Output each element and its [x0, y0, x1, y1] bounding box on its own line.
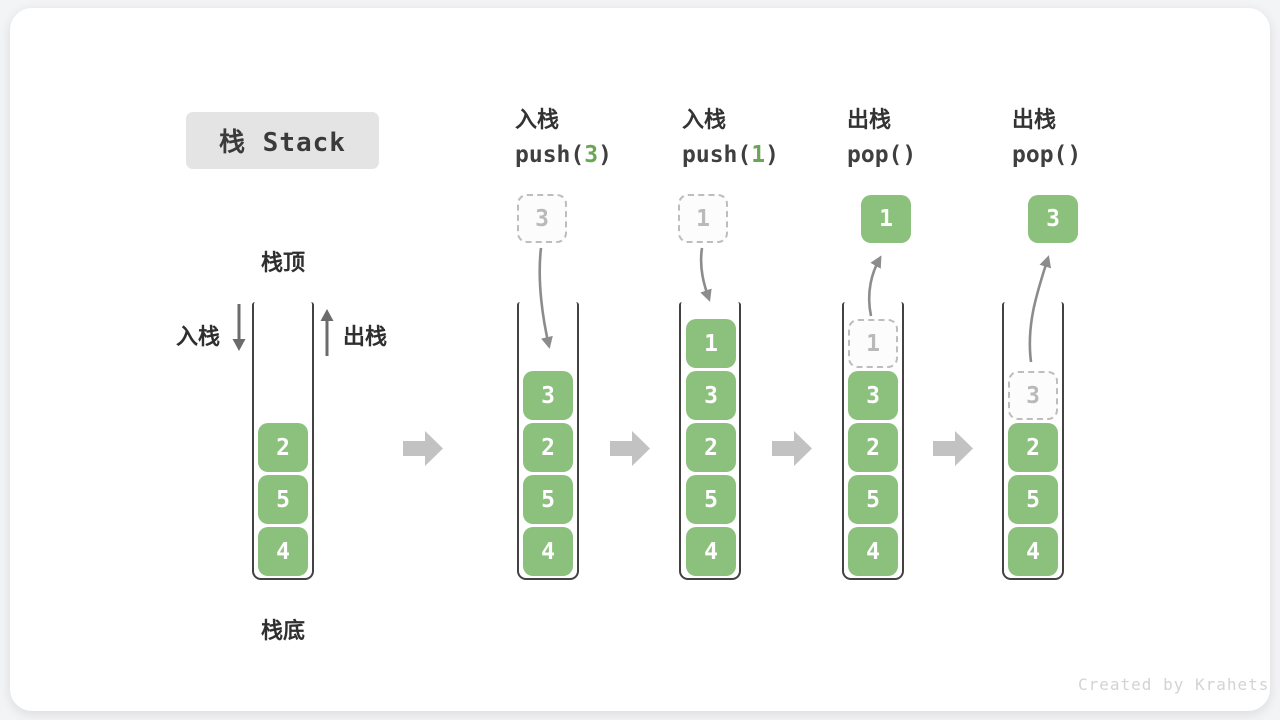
operation-name: 出栈 [1012, 107, 1057, 132]
operation-name: 出栈 [847, 107, 892, 132]
operation-name: 入栈 [515, 107, 560, 132]
page-title: 栈 Stack [219, 128, 346, 158]
stack-container-1 [252, 302, 314, 580]
stack-container-3 [679, 302, 741, 580]
operation-code: pop() [847, 142, 917, 168]
stack-cell: 5 [686, 475, 736, 524]
operation-name: 入栈 [682, 107, 727, 132]
stack-cell: 4 [686, 527, 736, 576]
stack-cell: 3 [848, 371, 898, 420]
stack-cell: 4 [523, 527, 573, 576]
stack-cell: 3 [523, 371, 573, 420]
stack-cell: 2 [1008, 423, 1058, 472]
stack-cell: 2 [848, 423, 898, 472]
code-argument: 1 [751, 142, 766, 168]
stack-bottom-label: 栈底 [260, 618, 305, 643]
stack-cell: 4 [1008, 527, 1058, 576]
stack-cell: 2 [523, 423, 573, 472]
pop-side-label: 出栈 [343, 324, 388, 349]
title-box: 栈 Stack [186, 112, 379, 169]
stack-cell: 3 [686, 371, 736, 420]
popped-element: 1 [861, 195, 911, 243]
stack-container-5 [1002, 302, 1064, 580]
stack-container-2 [517, 302, 579, 580]
stack-cell-ghost: 1 [848, 319, 898, 368]
operation-label-pop-1: 出栈 pop() [847, 105, 916, 175]
stack-cell: 4 [258, 527, 308, 576]
stack-cell: 4 [848, 527, 898, 576]
stack-cell: 5 [258, 475, 308, 524]
popped-element: 3 [1028, 195, 1078, 243]
stack-container-4 [842, 302, 904, 580]
stack-cell: 1 [686, 319, 736, 368]
push-side-label: 入栈 [176, 324, 221, 349]
stack-cell: 2 [258, 423, 308, 472]
stack-top-label: 栈顶 [260, 250, 305, 275]
incoming-element: 3 [517, 194, 567, 243]
operation-code: push(1) [682, 142, 779, 168]
incoming-element: 1 [678, 194, 728, 243]
stack-cell: 5 [523, 475, 573, 524]
stack-cell: 5 [848, 475, 898, 524]
stack-cell: 5 [1008, 475, 1058, 524]
stack-cell-ghost: 3 [1008, 371, 1058, 420]
operation-label-pop-3: 出栈 pop() [1012, 105, 1081, 175]
operation-label-push-3: 入栈 push(3) [515, 105, 612, 175]
operation-label-push-1: 入栈 push(1) [682, 105, 779, 175]
stack-cell: 2 [686, 423, 736, 472]
operation-code: push(3) [515, 142, 612, 168]
watermark: Created by Krahets [1078, 675, 1270, 694]
code-argument: 3 [584, 142, 599, 168]
operation-code: pop() [1012, 142, 1082, 168]
